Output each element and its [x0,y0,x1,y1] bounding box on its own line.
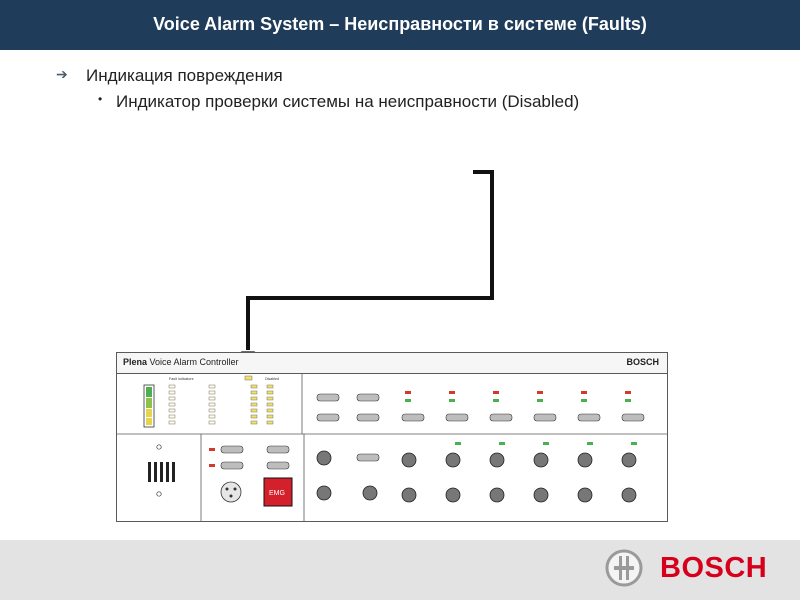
bullet-level2-text: Индикатор проверки системы на неисправно… [116,92,580,111]
voice-alarm-controller-panel: Plena Voice Alarm Controller BOSCH Fault… [116,352,668,522]
zone-volume-knobs [401,442,637,503]
level-meter-segment [146,387,152,397]
speaker-screw-icon [156,491,162,497]
zone-6-button[interactable] [621,413,645,422]
arrow-bullet-icon: ➔ [56,66,68,82]
select-button[interactable] [356,453,380,462]
dot-bullet-icon: • [98,92,103,106]
panel-title-bar: Plena Voice Alarm Controller BOSCH [117,353,667,374]
speaker-screw-icon [156,444,162,450]
callout-line [246,170,494,350]
footer-logo: BOSCH [660,552,768,584]
disabled-label: Disabled [265,377,279,381]
volume-knob[interactable] [362,485,378,501]
slide-title: Voice Alarm System – Неисправности в сис… [153,14,647,34]
alarm-button[interactable] [266,445,290,454]
bosch-armature-icon [605,549,643,587]
bullet-level1: ➔ Индикация повреждения [56,66,579,92]
zone-led-column [266,384,274,425]
indicator-test-button[interactable] [266,461,290,470]
volume-knob[interactable] [316,485,332,501]
disabled-led-column [250,384,258,425]
status-led [209,448,215,451]
zone-2-button[interactable] [445,413,469,422]
panel-brand-rest: Voice Alarm Controller [147,357,239,367]
status-led [209,464,215,467]
panel-brand: Plena Voice Alarm Controller [123,357,239,367]
emg-reset-button[interactable] [356,413,380,422]
alarm-message-button[interactable] [220,461,244,470]
volume-knob[interactable] [316,450,332,466]
zone-5-button[interactable] [577,413,601,422]
emg-acknowledge-button[interactable] [356,393,380,402]
panel-logo: BOSCH [626,357,659,367]
mic-connector-icon [220,481,242,503]
slide-footer [0,540,800,600]
fault-led-column-2 [208,384,216,425]
level-meter-segment [146,409,152,417]
panel-face: Fault indicators Disabled [117,374,667,521]
level-meter-segment [146,418,152,425]
zone-4-button[interactable] [533,413,557,422]
emg-button[interactable] [263,477,293,507]
fault-acknowledge-button[interactable] [316,393,340,402]
alert-message-button[interactable] [220,445,244,454]
zone-select-row [401,391,645,422]
zone-1-button[interactable] [401,413,425,422]
bullet-level2: • Индикатор проверки системы на неисправ… [56,92,579,118]
disabled-led [244,375,253,381]
fault-indicator-block: Fault indicators Disabled [143,375,279,428]
fault-reset-button[interactable] [316,413,340,422]
level-meter-segment [146,398,152,408]
slide-header: Voice Alarm System – Неисправности в сис… [0,0,800,50]
panel-brand-bold: Plena [123,357,148,367]
fault-led-column-1 [168,384,176,425]
speaker-grille-icon [148,462,175,482]
bullet-level1-text: Индикация повреждения [86,66,283,85]
zone-3-button[interactable] [489,413,513,422]
emg-label: EMG [269,490,285,497]
fault-indicators-label: Fault indicators [169,377,194,381]
bullet-list: ➔ Индикация повреждения • Индикатор пров… [56,66,579,118]
